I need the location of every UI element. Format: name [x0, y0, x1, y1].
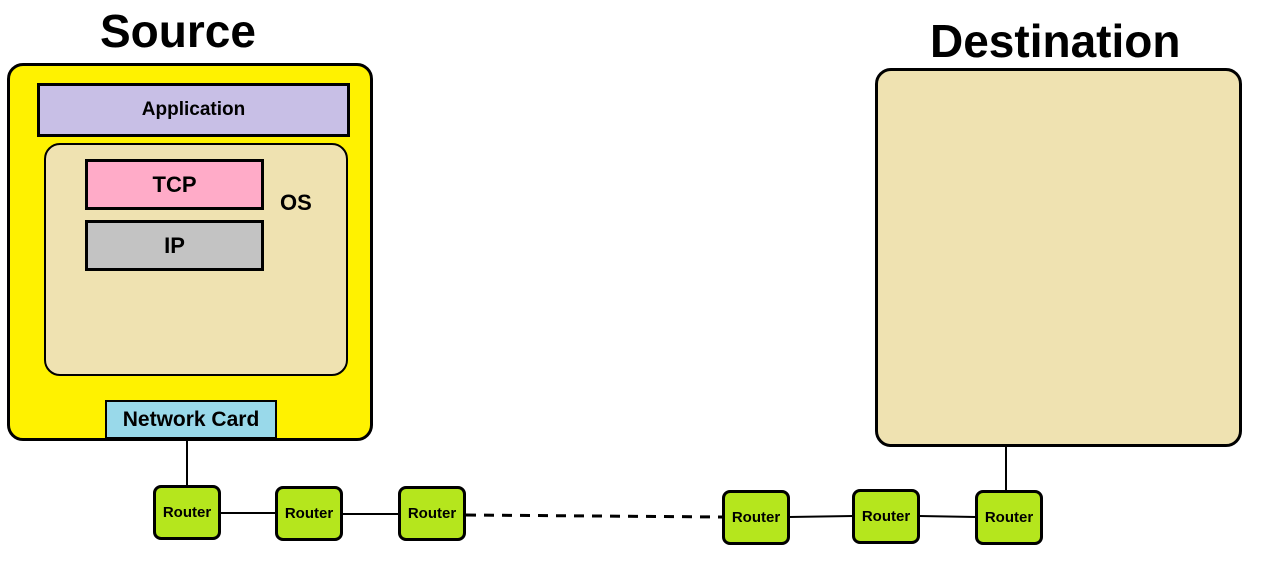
source-title: Source [100, 5, 256, 57]
router-6: Router [975, 490, 1043, 545]
link-router-5-6 [918, 515, 977, 518]
application-layer: Application [37, 83, 350, 137]
tcp-layer: TCP [85, 159, 264, 210]
link-router-3-4-dashed [465, 513, 724, 519]
ip-layer: IP [85, 220, 264, 271]
link-router-4-5 [788, 515, 854, 518]
router-5: Router [852, 489, 920, 544]
os-label: OS [280, 190, 312, 215]
router-4: Router [722, 490, 790, 545]
network-card: Network Card [105, 400, 277, 439]
router-1: Router [153, 485, 221, 540]
router-3: Router [398, 486, 466, 541]
destination-host [875, 68, 1242, 447]
destination-title: Destination [930, 15, 1181, 67]
router-2: Router [275, 486, 343, 541]
